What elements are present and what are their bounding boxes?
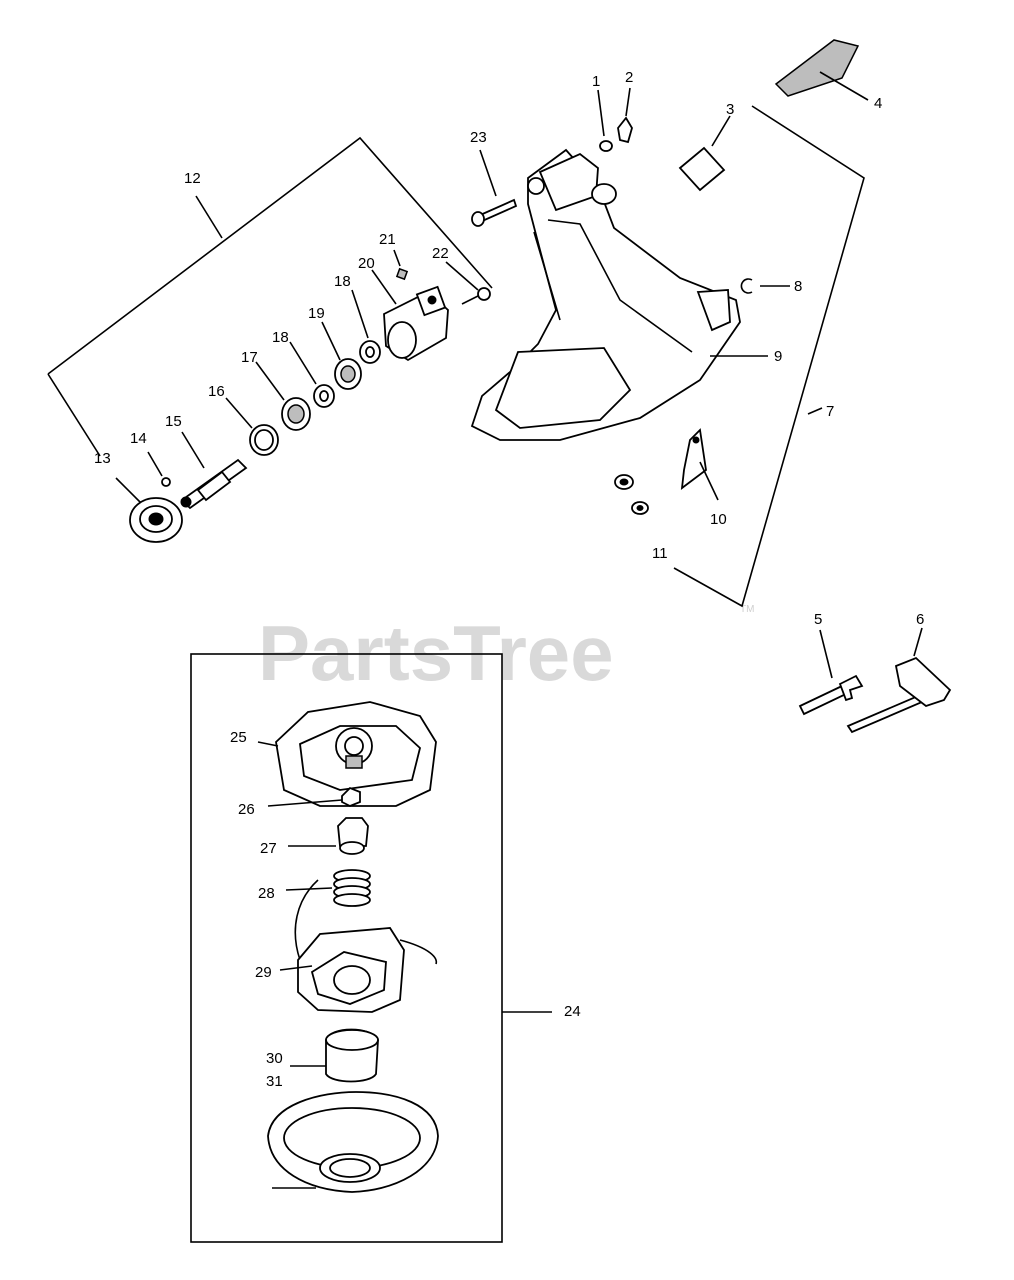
part-13-cup-washer[interactable] [115,477,183,543]
watermark-trademark: TM [740,604,754,615]
shield-assembly-bracket [673,105,865,608]
part-20-gear-case[interactable] [371,269,449,362]
callout-31: 31 [266,1073,283,1090]
callout-2: 2 [625,69,633,86]
callout-10: 10 [710,511,727,528]
part-30-31-knob[interactable] [290,1028,379,1083]
trimmer-head-box [190,653,552,1243]
callout-28: 28 [258,885,275,902]
callout-12: 12 [184,170,201,187]
callout-4: 4 [874,95,882,112]
part-5-wrench[interactable] [798,629,864,716]
callout-25: 25 [230,729,247,746]
callout-16: 16 [208,383,225,400]
callout-5: 5 [814,611,822,628]
part-29-spool[interactable] [279,879,438,1013]
part-22-screw[interactable] [445,261,491,305]
part-24-bottom-cover[interactable] [267,1091,439,1193]
callout-7: 7 [826,403,834,420]
callout-9: 9 [774,348,782,365]
part-11-nuts[interactable] [614,474,649,515]
part-17-bearing[interactable] [255,361,311,431]
part-15-shaft[interactable] [180,431,248,510]
callout-15: 15 [165,413,182,430]
callout-18-upper: 18 [334,273,351,290]
callout-3: 3 [726,101,734,118]
part-21-nut[interactable] [393,249,409,281]
callout-8: 8 [794,278,802,295]
part-18-washer-lower[interactable] [289,341,335,408]
part-14-pin[interactable] [147,451,171,487]
callout-30: 30 [266,1050,283,1067]
part-25-head-housing[interactable] [257,701,437,807]
part-2-wing-nut[interactable] [617,87,633,144]
callout-13: 13 [94,450,111,467]
callout-23: 23 [470,129,487,146]
callout-1: 1 [592,73,600,90]
part-6-socket-wrench[interactable] [846,627,952,734]
callout-11: 11 [652,545,668,562]
callout-20: 20 [358,255,375,272]
callout-14: 14 [130,430,147,447]
callout-24: 24 [564,1003,581,1020]
callout-29: 29 [255,964,272,981]
part-4-decal[interactable] [774,39,869,101]
part-18-washer-upper[interactable] [351,289,381,364]
callout-18-lower: 18 [272,329,289,346]
part-10-line-cutter-blade[interactable] [680,428,719,501]
gearbox-assembly-bracket [47,136,493,457]
part-16-snap-ring[interactable] [225,397,279,456]
watermark: PartsTree [258,609,614,697]
callout-26: 26 [238,801,255,818]
part-26-nut[interactable] [267,786,361,807]
callout-6: 6 [916,611,924,628]
part-8-clip[interactable] [740,278,790,294]
part-23-bolt[interactable] [471,149,518,227]
part-19-bearing[interactable] [321,321,362,390]
part-9-shield[interactable] [470,148,768,441]
part-28-spring[interactable] [285,869,371,907]
part-3-label[interactable] [678,115,731,192]
callout-22: 22 [432,245,449,262]
callout-19: 19 [308,305,325,322]
callout-27: 27 [260,840,277,857]
part-27-nut[interactable] [288,817,369,855]
callout-17: 17 [241,349,258,366]
part-1-washer[interactable] [597,89,613,152]
callout-21: 21 [379,231,396,248]
